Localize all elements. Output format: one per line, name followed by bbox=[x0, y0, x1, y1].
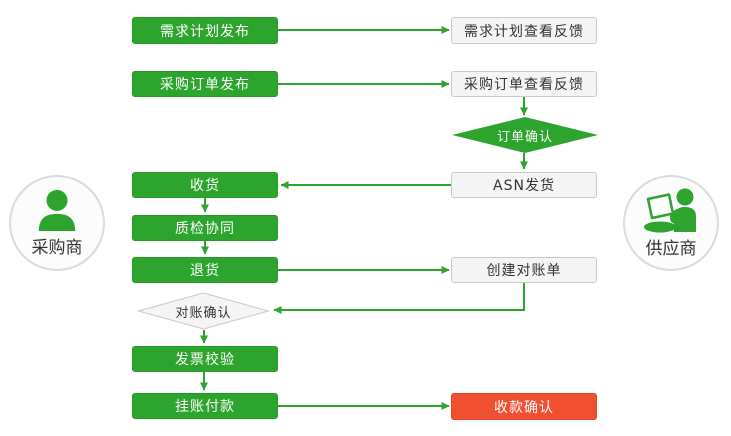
diamond-shape bbox=[137, 292, 270, 330]
node-invoice-verify: 发票校验 bbox=[132, 346, 278, 372]
arrow-statement-to-confirm bbox=[273, 283, 525, 314]
node-receipt-confirm: 收款确认 bbox=[451, 393, 597, 420]
buyer-person-icon bbox=[38, 189, 76, 232]
node-create-statement: 创建对账单 bbox=[451, 257, 597, 283]
node-order-confirm: 订单确认 bbox=[452, 117, 598, 153]
node-book-payment: 挂账付款 bbox=[132, 393, 278, 419]
node-demand-plan-feedback: 需求计划查看反馈 bbox=[451, 17, 597, 44]
diamond-label: 订单确认 bbox=[496, 129, 553, 145]
actor-buyer: 采购商 bbox=[9, 175, 105, 271]
node-demand-plan-publish: 需求计划发布 bbox=[132, 17, 278, 44]
node-asn-ship: ASN发货 bbox=[451, 172, 597, 198]
diamond-shape bbox=[452, 117, 598, 153]
actor-supplier: 供应商 bbox=[623, 175, 719, 271]
node-po-publish: 采购订单发布 bbox=[132, 71, 278, 97]
actor-label: 采购商 bbox=[31, 238, 83, 258]
node-returns: 退货 bbox=[132, 257, 278, 283]
supplier-laptop-person-icon bbox=[644, 188, 696, 233]
diamond-label: 对账确认 bbox=[175, 305, 232, 321]
node-po-feedback: 采购订单查看反馈 bbox=[451, 71, 597, 97]
node-receive-goods: 收货 bbox=[132, 172, 278, 198]
actor-label: 供应商 bbox=[645, 239, 697, 259]
node-quality-collab: 质检协同 bbox=[132, 215, 278, 241]
node-statement-confirm: 对账确认 bbox=[137, 292, 270, 330]
